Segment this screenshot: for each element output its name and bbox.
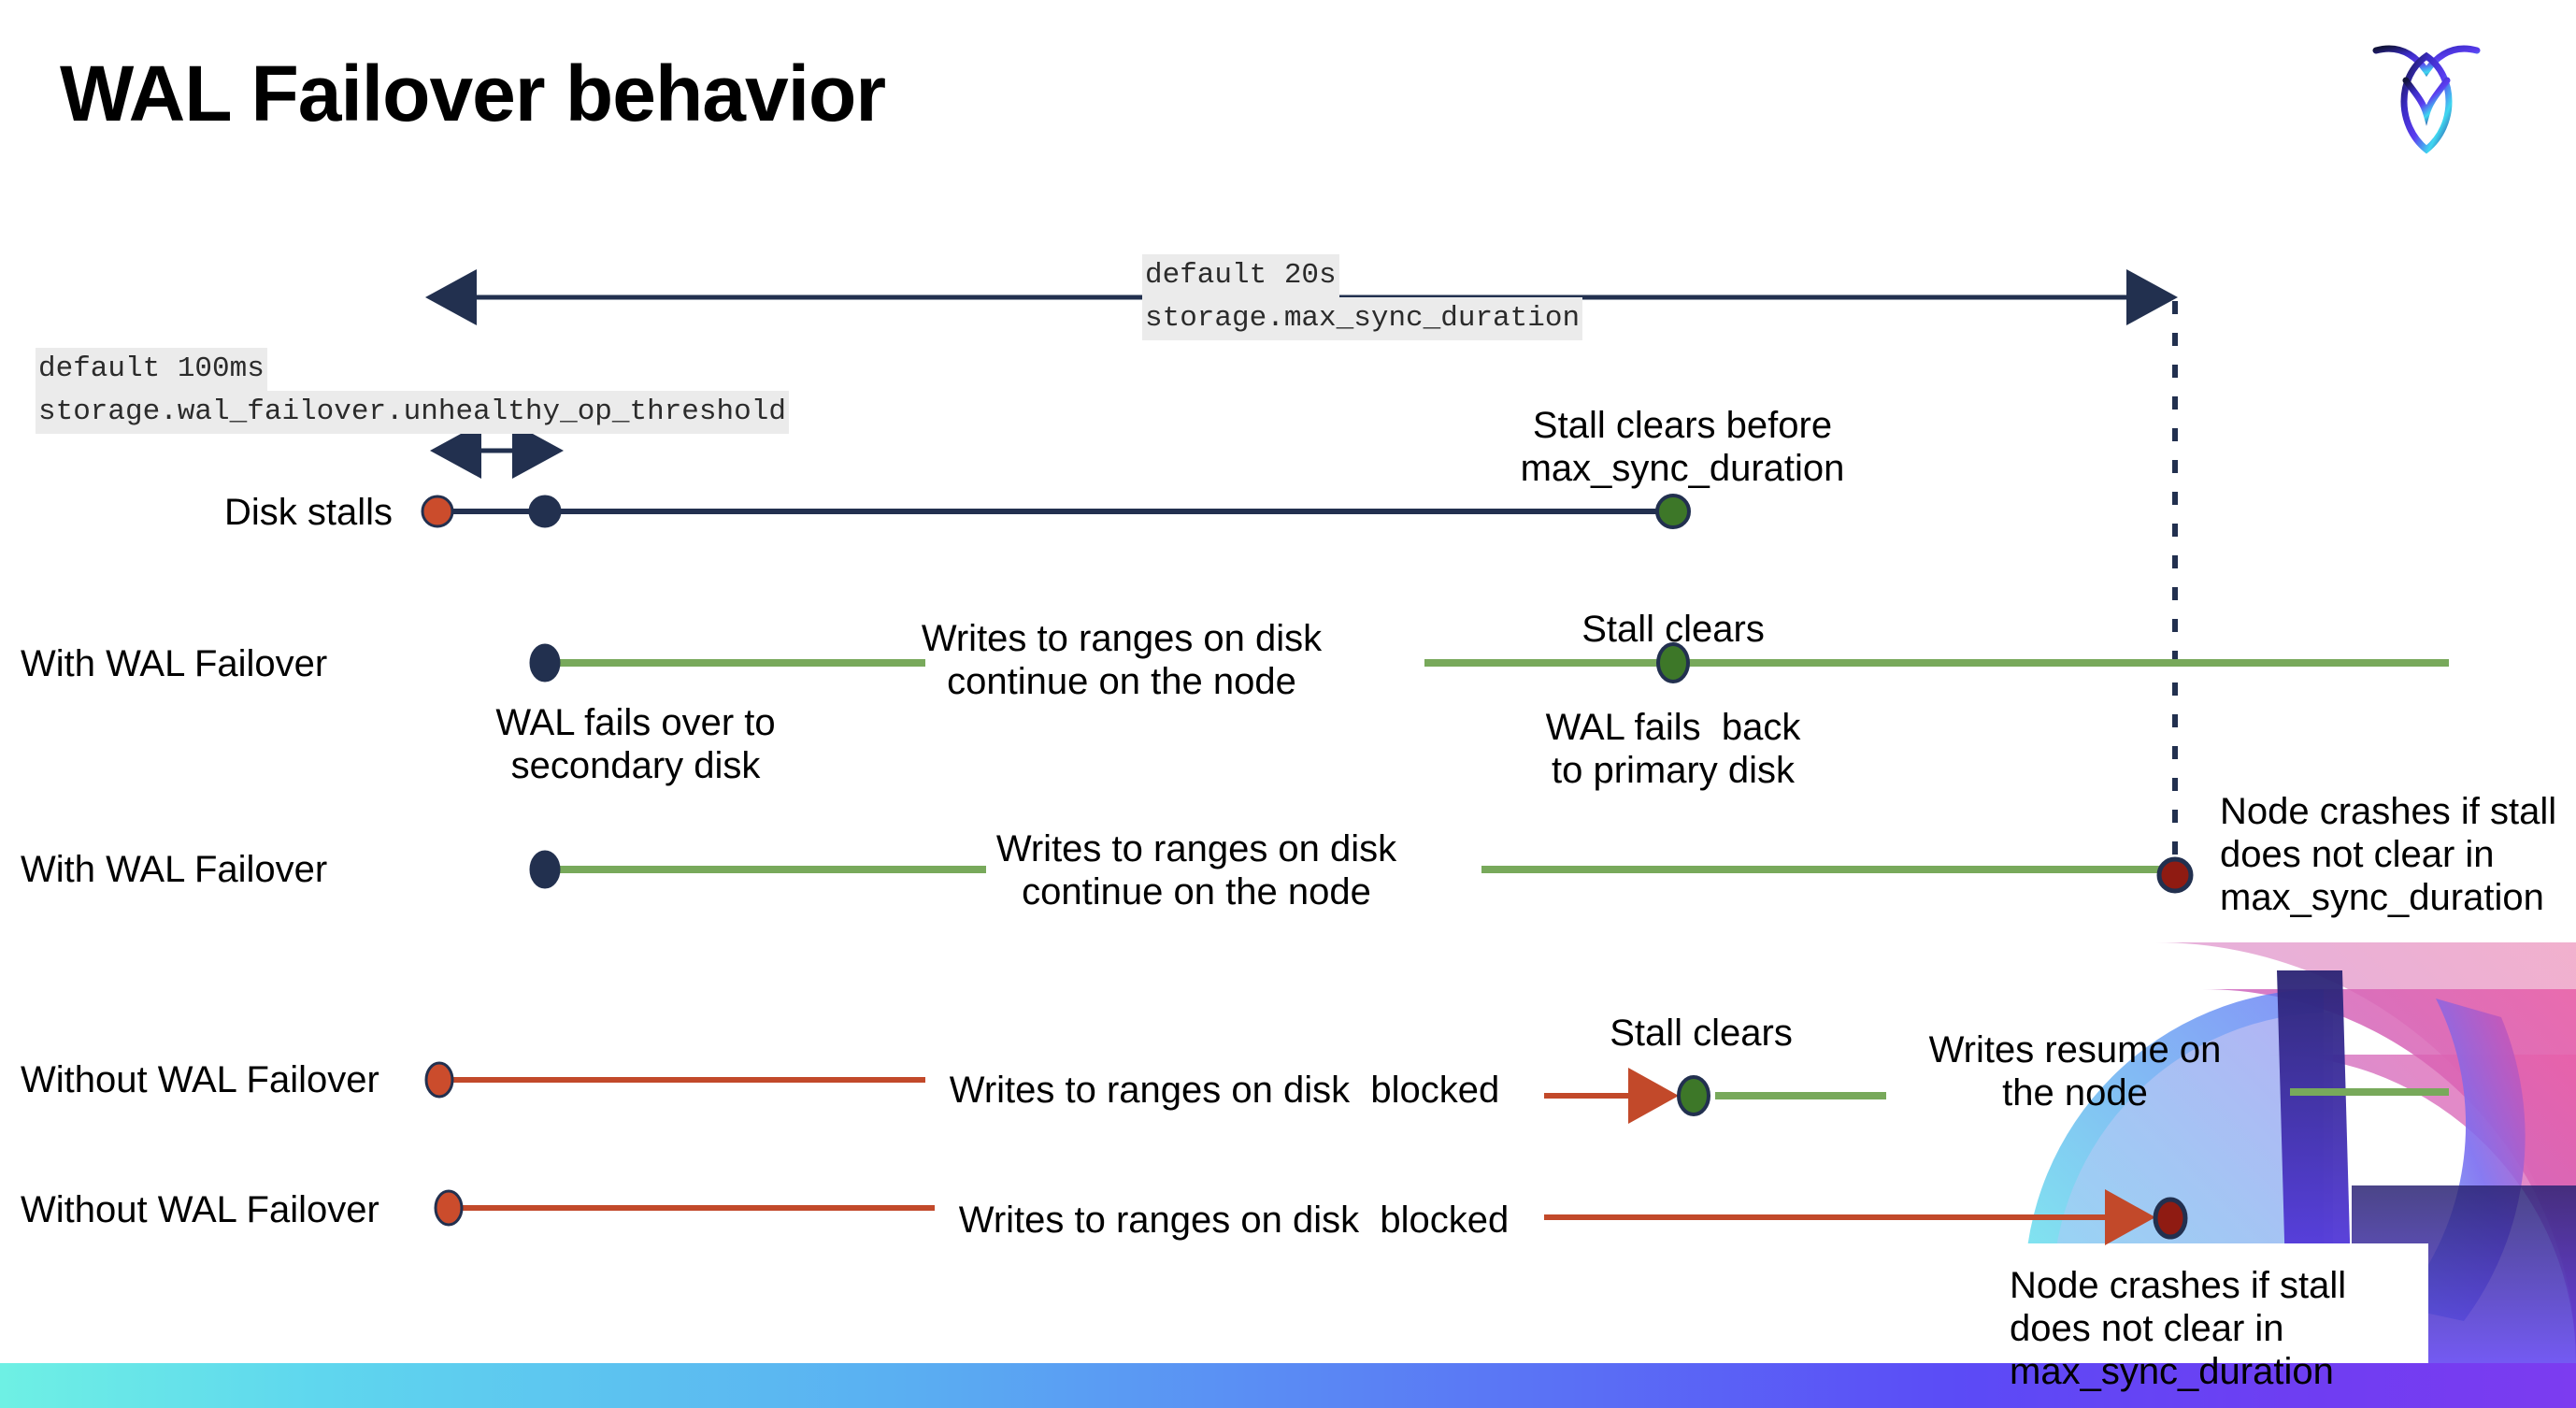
annotation-wal-fails-back: WAL fails back to primary disk [1545,707,1801,791]
lane-with-wal-failover-recovers [529,642,2449,683]
annotation-node-crashes-1: Node crashes if stall does not clear in … [2220,791,2557,918]
marker-stall-start [421,495,454,528]
marker-wal-fails-over [529,643,561,682]
callout-max-sync-default: default 20s [1142,254,1339,298]
callout-max-sync-setting: storage.max_sync_duration [1142,297,1583,341]
marker-wal-fails-over [529,850,561,889]
callout-unhealthy-op-threshold: default 100ms storage.wal_failover.unhea… [36,348,789,435]
annotation-writes-continue-1: Writes to ranges on disk continue on the… [921,618,1323,702]
row-label-with-wal-failover-1: With WAL Failover [21,643,328,684]
annotation-stall-clears-2: Stall clears [1581,609,1765,650]
page-title: WAL Failover behavior [60,50,886,137]
annotation-writes-resume: Writes resume on the node [1928,1029,2222,1113]
annotation-node-crashes-2: Node crashes if stall does not clear in … [2010,1265,2347,1392]
annotation-wal-fails-over: WAL fails over to secondary disk [495,702,776,786]
callout-max-sync-duration: default 20s storage.max_sync_duration [1142,254,1583,341]
annotation-stall-clears-before: Stall clears before max_sync_duration [1520,405,1845,489]
row-label-without-wal-failover-2: Without WAL Failover [21,1189,379,1230]
bottom-gradient-bar [0,1363,2576,1408]
marker-stall-clears [1677,1075,1710,1116]
marker-stall-clears [1655,494,1691,529]
row-label-disk-stalls: Disk stalls [223,492,393,533]
annotation-writes-continue-2: Writes to ranges on disk continue on the… [995,828,1397,912]
marker-node-crash [2153,1197,2188,1240]
marker-stall-clears [1656,642,1690,683]
marker-node-crash [2156,856,2194,894]
callout-unhealthy-default: default 100ms [36,348,267,392]
annotation-writes-blocked-1: Writes to ranges on disk blocked [949,1070,1500,1111]
callout-unhealthy-setting: storage.wal_failover.unhealthy_op_thresh… [36,391,789,435]
marker-threshold-hit [528,495,562,528]
marker-stall-start [434,1189,464,1227]
cockroachdb-logo-icon [2370,28,2483,159]
annotation-writes-blocked-2: Writes to ranges on disk blocked [958,1200,1510,1241]
marker-stall-start [424,1061,454,1099]
row-label-with-wal-failover-2: With WAL Failover [21,849,328,890]
lane-disk-stalls [421,494,1691,529]
lane-with-wal-failover-crashes [529,850,2194,894]
row-label-without-wal-failover-1: Without WAL Failover [21,1059,379,1100]
annotation-stall-clears-3: Stall clears [1610,1013,1793,1054]
